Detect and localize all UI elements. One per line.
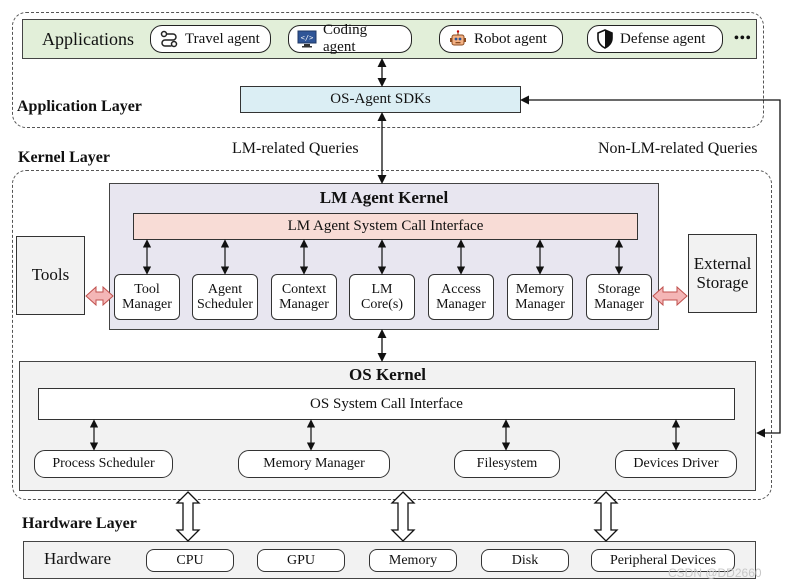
kernel-layer-region bbox=[12, 170, 772, 500]
robot-agent-label: Robot agent bbox=[474, 30, 547, 47]
lm-cores-box: LM Core(s) bbox=[349, 274, 415, 320]
disk-box: Disk bbox=[481, 549, 569, 572]
travel-agent-label: Travel agent bbox=[185, 30, 260, 47]
tools-box: Tools bbox=[16, 236, 85, 315]
svg-text:</>: </> bbox=[301, 34, 314, 42]
non-lm-query-path bbox=[520, 95, 781, 438]
code-monitor-icon: </> bbox=[297, 30, 317, 48]
gpu-box: GPU bbox=[257, 549, 345, 572]
defense-agent[interactable]: Defense agent bbox=[587, 25, 723, 53]
agent-scheduler-box: Agent Scheduler bbox=[192, 274, 258, 320]
hardware-label: Hardware bbox=[44, 549, 112, 568]
shield-icon bbox=[597, 29, 613, 49]
os-memory-manager-box: Memory Manager bbox=[238, 450, 390, 478]
process-scheduler-box: Process Scheduler bbox=[34, 450, 173, 478]
access-manager-box: Access Manager bbox=[428, 274, 494, 320]
cpu-box: CPU bbox=[146, 549, 234, 572]
context-manager-box: Context Manager bbox=[271, 274, 337, 320]
travel-agent[interactable]: Travel agent bbox=[150, 25, 271, 53]
route-icon bbox=[160, 30, 178, 48]
watermark: CSDN @DD2660 bbox=[668, 566, 762, 580]
peripheral-devices-box: Peripheral Devices bbox=[591, 549, 735, 572]
lm-agent-kernel-title: LM Agent Kernel bbox=[319, 188, 449, 207]
kernel-layer-label: Kernel Layer bbox=[18, 149, 110, 166]
more-agents-ellipsis: ••• bbox=[734, 31, 752, 46]
coding-agent-label: Coding agent bbox=[323, 22, 368, 55]
hw-arrow-middle bbox=[390, 491, 416, 542]
tool-manager-box: Tool Manager bbox=[114, 274, 180, 320]
os-kernel-title: OS Kernel bbox=[349, 365, 426, 384]
hw-memory-box: Memory bbox=[369, 549, 457, 572]
defense-agent-label: Defense agent bbox=[620, 30, 706, 47]
applications-label: Applications bbox=[42, 29, 134, 49]
application-layer-label: Application Layer bbox=[17, 98, 142, 115]
hw-arrow-left bbox=[175, 491, 201, 542]
storage-external-pink-arrow bbox=[652, 285, 688, 307]
lm-related-queries-label: LM-related Queries bbox=[232, 140, 359, 157]
application-layer-region bbox=[12, 12, 764, 128]
robot-icon bbox=[450, 30, 466, 46]
filesystem-box: Filesystem bbox=[454, 450, 560, 478]
coding-agent[interactable]: </> Coding agent bbox=[288, 22, 412, 55]
hardware-layer-label: Hardware Layer bbox=[22, 515, 137, 532]
tools-tool-manager-pink-arrow bbox=[85, 285, 114, 307]
robot-agent[interactable]: Robot agent bbox=[439, 25, 563, 53]
hw-arrow-right bbox=[593, 491, 619, 542]
